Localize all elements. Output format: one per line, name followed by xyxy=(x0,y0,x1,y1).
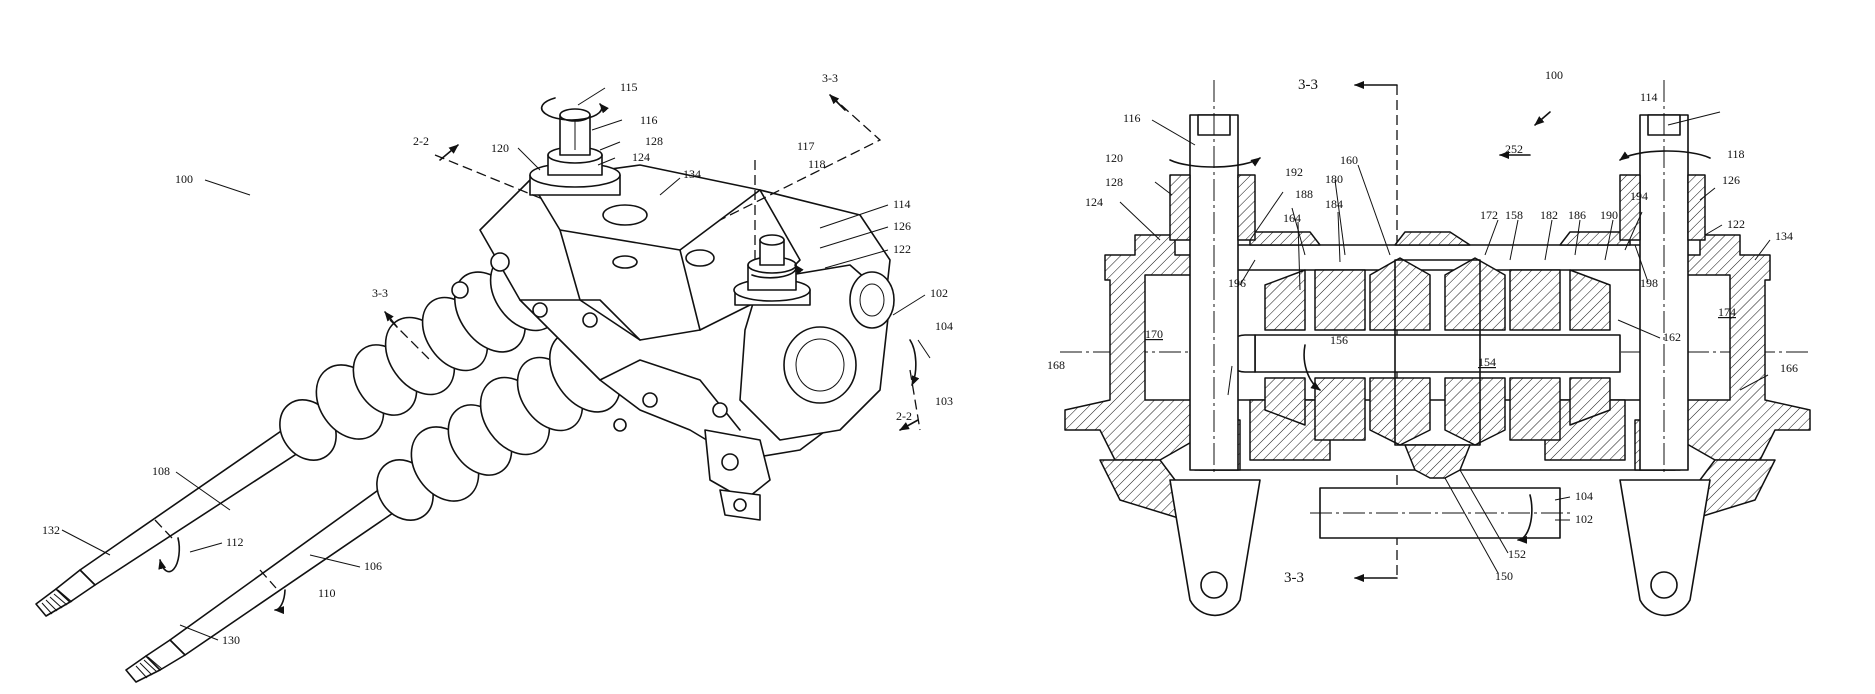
label-116: 116 xyxy=(640,113,658,127)
cross-section-view: 100 114 116 118 120 128 126 124 122 134 … xyxy=(1047,68,1810,615)
label-102: 102 xyxy=(930,286,948,300)
label-252: 252 xyxy=(1505,142,1523,156)
section-mark-3-3-left: 3-3 xyxy=(372,286,388,300)
label-188: 188 xyxy=(1295,187,1313,201)
label-118: 118 xyxy=(808,157,826,171)
label-126: 126 xyxy=(893,219,911,233)
label-154: 154 xyxy=(1478,355,1496,369)
right-output-shaft xyxy=(1620,80,1710,615)
label-198: 198 xyxy=(1640,276,1658,290)
label-130: 130 xyxy=(222,633,240,647)
label-168: 168 xyxy=(1047,358,1065,372)
label-180: 180 xyxy=(1325,172,1343,186)
label-100: 100 xyxy=(175,172,193,186)
label-132: 132 xyxy=(42,523,60,537)
section-mark-3-3-top: 3-3 xyxy=(1298,77,1318,93)
label-114: 114 xyxy=(893,197,911,211)
label-166: 166 xyxy=(1780,361,1798,375)
label-110: 110 xyxy=(318,586,336,600)
label-192: 192 xyxy=(1285,165,1303,179)
label-160: 160 xyxy=(1340,153,1358,167)
label-124: 124 xyxy=(632,150,650,164)
label-164: 164 xyxy=(1283,211,1301,225)
section-mark-2-2-bottom: 2-2 xyxy=(896,409,912,423)
section-mark-3-3-top: 3-3 xyxy=(822,71,838,85)
label-128: 128 xyxy=(645,134,663,148)
label-158: 158 xyxy=(1505,208,1523,222)
label-190: 190 xyxy=(1600,208,1618,222)
label-152: 152 xyxy=(1508,547,1526,561)
label-196: 196 xyxy=(1228,276,1246,290)
label-120: 120 xyxy=(491,141,509,155)
label-124: 124 xyxy=(1085,195,1103,209)
label-100: 100 xyxy=(1545,68,1563,82)
label-104: 104 xyxy=(935,319,953,333)
label-156: 156 xyxy=(1330,333,1348,347)
label-122: 122 xyxy=(1727,217,1745,231)
label-102: 102 xyxy=(1575,512,1593,526)
label-184: 184 xyxy=(1325,197,1343,211)
label-150: 150 xyxy=(1495,569,1513,583)
label-122: 122 xyxy=(893,242,911,256)
label-170: 170 xyxy=(1145,327,1163,341)
main-shaft-154 xyxy=(1227,335,1620,372)
upper-output-shaft xyxy=(530,109,620,195)
label-172: 172 xyxy=(1480,208,1498,222)
section-mark-3-3-bottom: 3-3 xyxy=(1284,570,1304,586)
label-182: 182 xyxy=(1540,208,1558,222)
label-114: 114 xyxy=(1640,90,1658,104)
label-115: 115 xyxy=(620,80,638,94)
label-104: 104 xyxy=(1575,489,1593,503)
label-128: 128 xyxy=(1105,175,1123,189)
label-162: 162 xyxy=(1663,330,1681,344)
label-116: 116 xyxy=(1123,111,1141,125)
label-117: 117 xyxy=(797,139,815,153)
label-118: 118 xyxy=(1727,147,1745,161)
label-120: 120 xyxy=(1105,151,1123,165)
label-174: 174 xyxy=(1718,305,1736,319)
label-134: 134 xyxy=(1775,229,1793,243)
label-103: 103 xyxy=(935,394,953,408)
label-186: 186 xyxy=(1568,208,1586,222)
label-112: 112 xyxy=(226,535,244,549)
label-194: 194 xyxy=(1630,189,1648,203)
housing-right xyxy=(1680,235,1810,520)
top-cover xyxy=(1225,232,1650,270)
isometric-view: 100 115 116 120 128 124 134 117 118 114 … xyxy=(36,71,953,682)
housing-left xyxy=(1065,235,1195,520)
section-mark-2-2-top: 2-2 xyxy=(413,134,429,148)
label-108: 108 xyxy=(152,464,170,478)
label-134: 134 xyxy=(683,167,701,181)
label-126: 126 xyxy=(1722,173,1740,187)
label-106: 106 xyxy=(364,559,382,573)
